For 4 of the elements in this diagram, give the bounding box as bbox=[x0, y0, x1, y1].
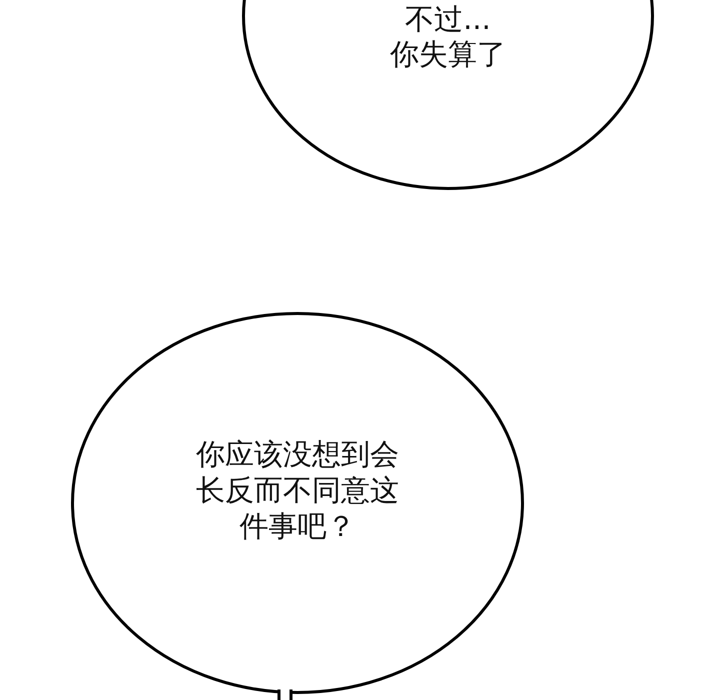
speech-bubble bbox=[71, 312, 524, 700]
speech-text: 你应该没想到会长反而不同意这件事吧？ bbox=[195, 436, 400, 544]
speech-text: 不过... bbox=[404, 1, 492, 37]
speech-text: 你失算了 bbox=[389, 36, 507, 72]
